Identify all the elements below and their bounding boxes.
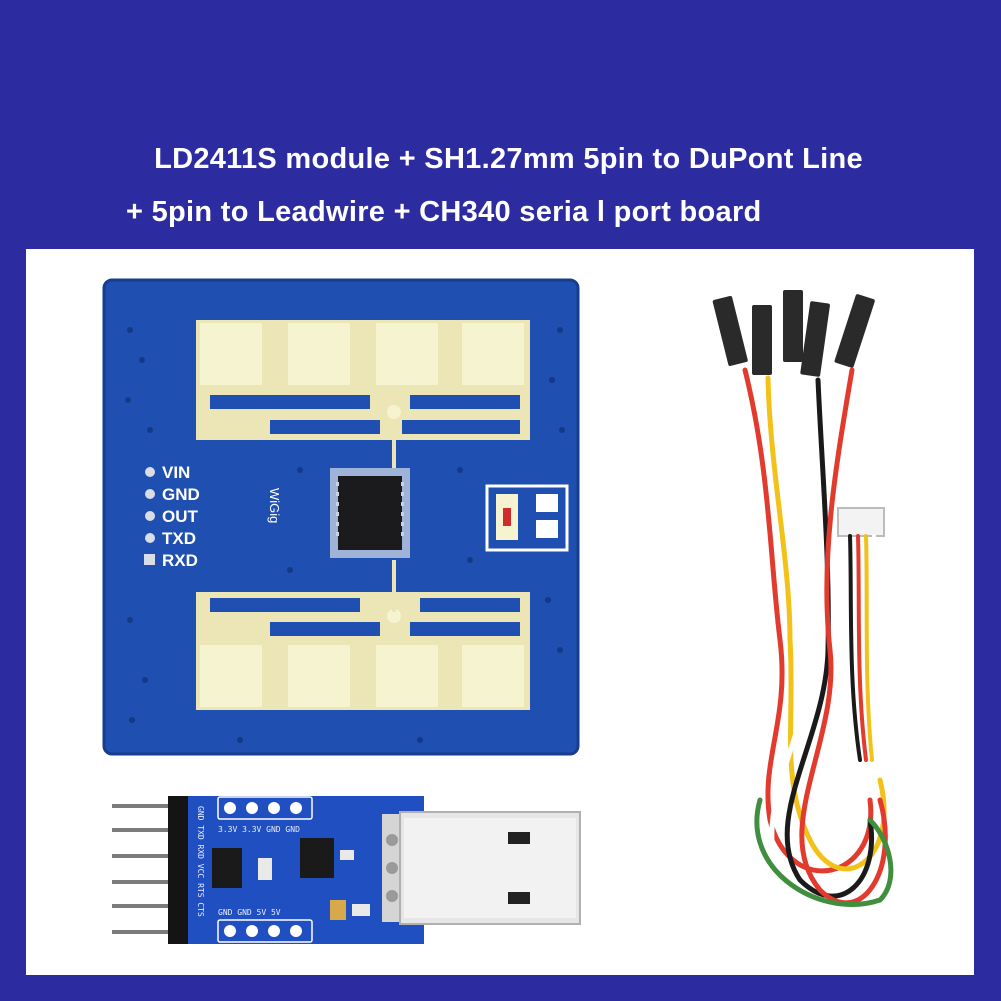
title-line-1: LD2411S module + SH1.27mm 5pin to DuPont… xyxy=(154,143,863,175)
pin-rxd: RXD xyxy=(162,551,198,570)
title-banner xyxy=(0,0,1001,250)
header-pins xyxy=(112,804,176,934)
pin-header-labels: VIN GND OUT TXD RXD xyxy=(144,463,200,570)
top-antenna-array xyxy=(196,320,530,478)
dupont-cable-bundle xyxy=(712,290,894,907)
ch340-chip xyxy=(212,848,242,888)
usb-top-silkscreen: 3.3V 3.3V GND GND xyxy=(218,825,300,834)
title-line-2: + 5pin to Leadwire + CH340 seria l port … xyxy=(126,196,762,228)
radar-chip xyxy=(330,468,410,558)
brand-silkscreen: WiGig xyxy=(267,488,282,523)
pin-vin: VIN xyxy=(162,463,190,482)
usb-bottom-silkscreen: GND GND 5V 5V xyxy=(218,908,281,917)
bottom-antenna-array xyxy=(196,560,530,710)
usb-side-silkscreen: GND TXD RXD VCC RTS CTS xyxy=(196,806,205,917)
pin-out: OUT xyxy=(162,507,199,526)
led-component xyxy=(485,484,569,552)
pin-gnd: GND xyxy=(162,485,200,504)
pin-txd: TXD xyxy=(162,529,196,548)
radar-module-pcb: VIN GND OUT TXD RXD WiGig xyxy=(102,278,580,756)
usb-a-plug xyxy=(382,811,581,925)
ch340-usb-board: 3.3V 3.3V GND GND GND GND 5V 5V GND TXD … xyxy=(112,796,581,944)
